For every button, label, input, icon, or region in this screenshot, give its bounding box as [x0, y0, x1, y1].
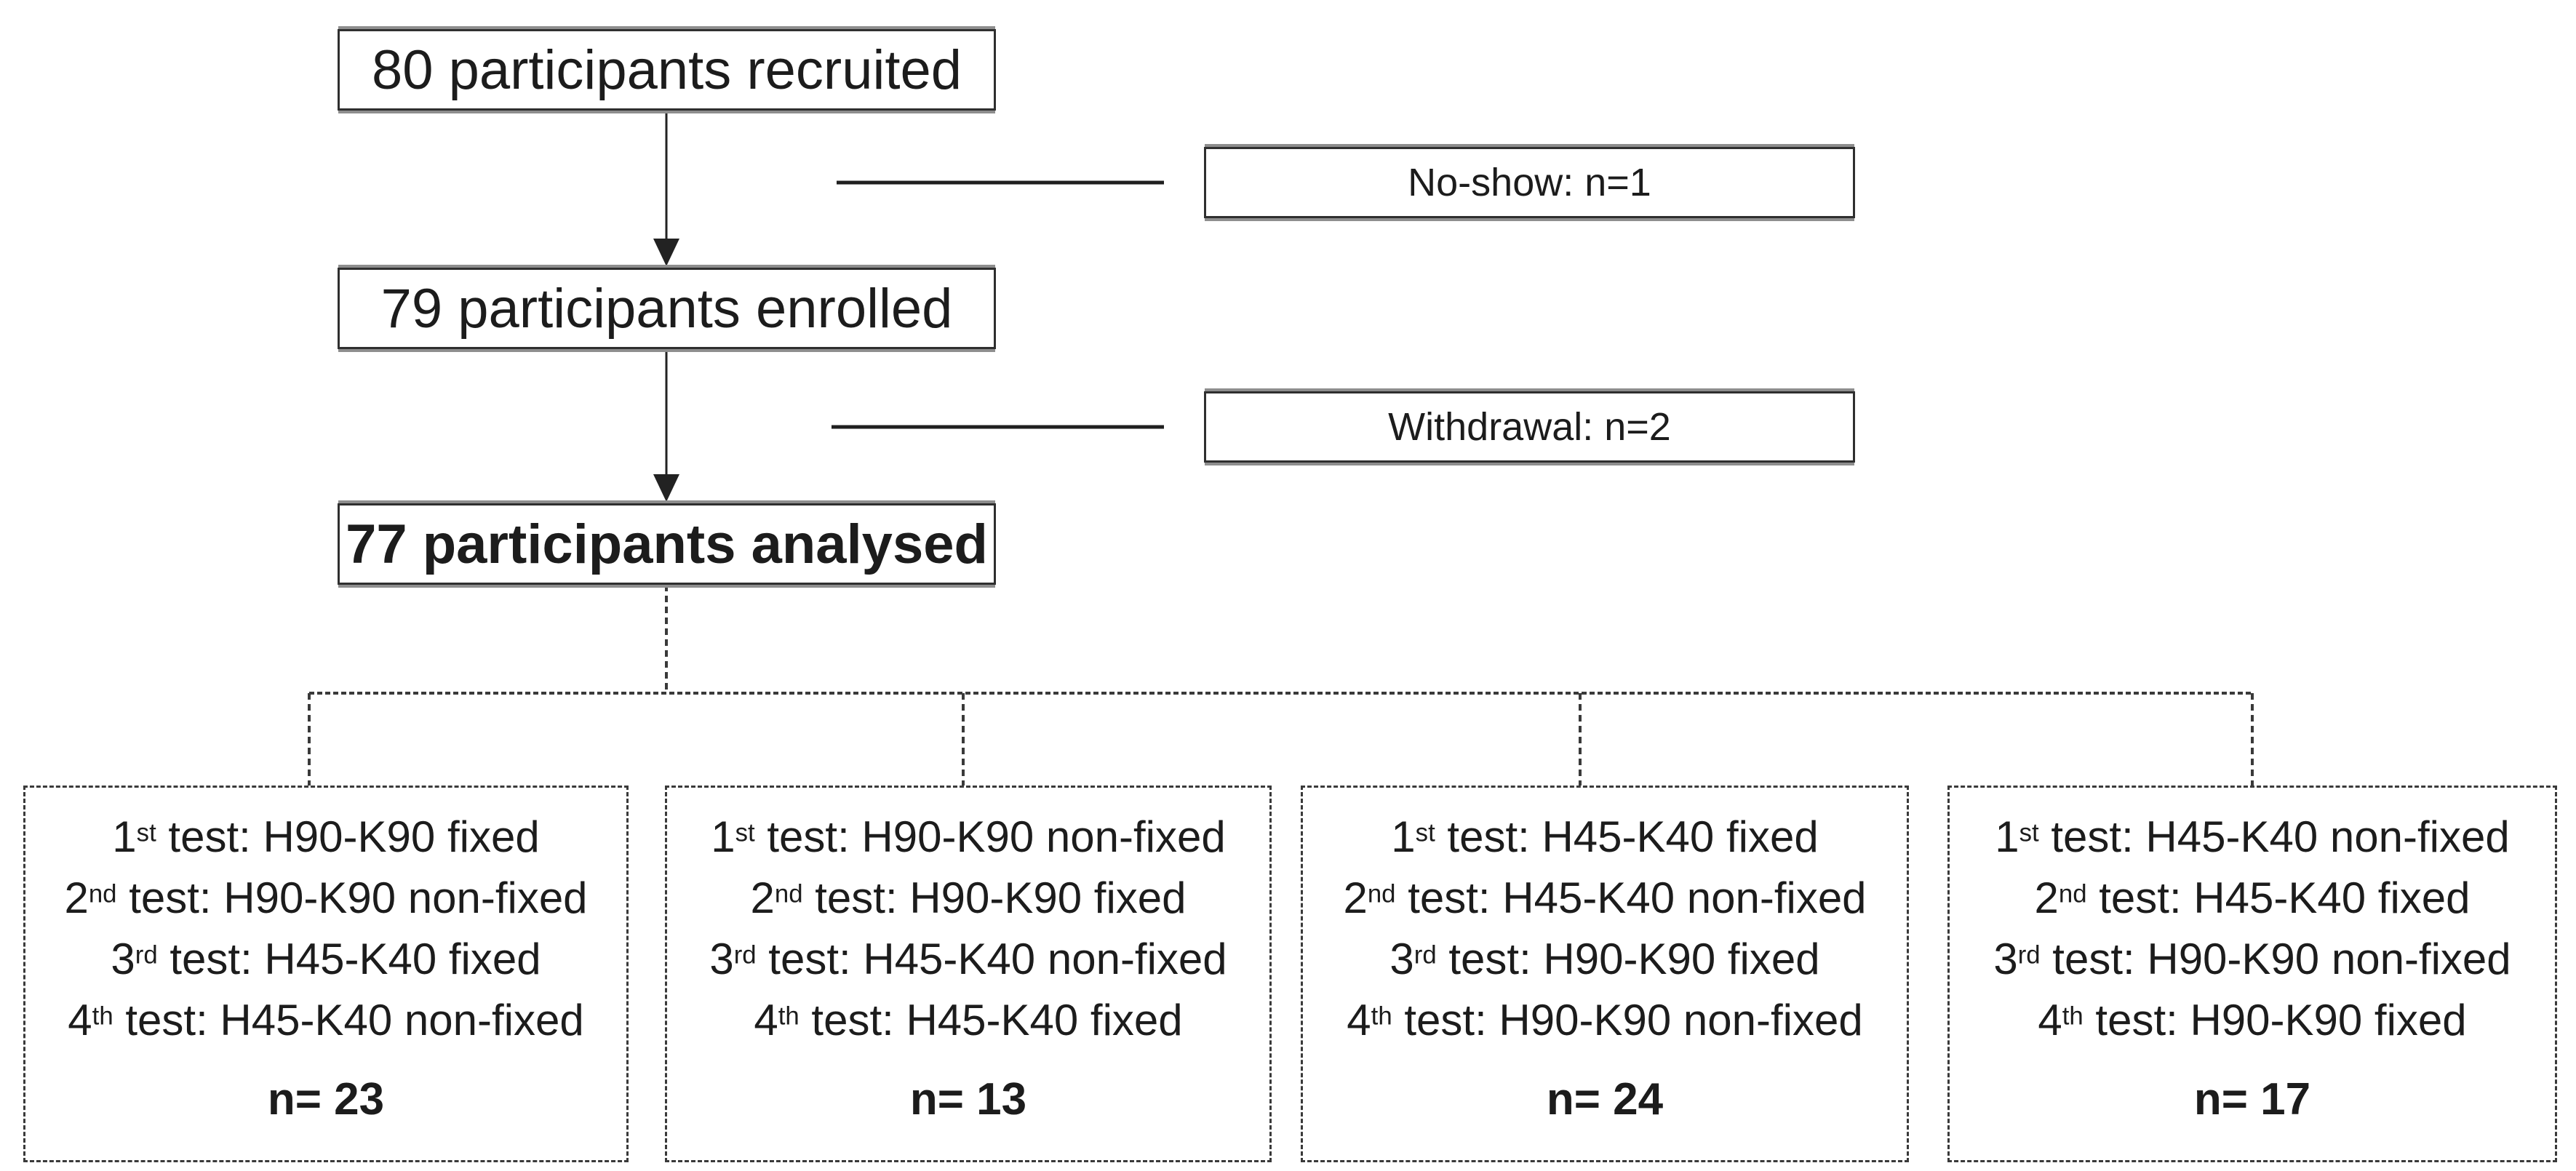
test-sequence-line: 4th test: H90-K90 fixed [1950, 990, 2555, 1051]
ordinal-number: 3 [1993, 935, 2018, 983]
ordinal-number: 3 [1389, 935, 1414, 983]
test-sequence-line: 2nd test: H45-K40 fixed [1950, 868, 2555, 929]
group-box-1: 1st test: H90-K90 fixed 2nd test: H90-K9… [23, 786, 629, 1162]
ordinal-number: 2 [2034, 874, 2059, 922]
group-3-n-label: n= 24 [1546, 1074, 1664, 1124]
test-sequence-line: 1st test: H45-K40 fixed [1303, 807, 1907, 868]
ordinal-number: 1 [1391, 812, 1416, 861]
ordinal-number: 4 [754, 996, 778, 1044]
ordinal-suffix: rd [1413, 940, 1437, 970]
ordinal-suffix: nd [774, 879, 803, 908]
ordinal-suffix: nd [1367, 879, 1396, 908]
ordinal-number: 4 [2038, 996, 2062, 1044]
ordinal-number: 3 [111, 935, 135, 983]
enrolled-label: 79 participants enrolled [380, 277, 953, 340]
ordinal-number: 2 [750, 874, 775, 922]
group-box-4: 1st test: H45-K40 non-fixed 2nd test: H4… [1947, 786, 2557, 1162]
group-4-n-label: n= 17 [2193, 1074, 2311, 1124]
test-sequence-line: 1st test: H90-K90 fixed [25, 807, 626, 868]
line-text: test: H90-K90 non-fixed [116, 874, 588, 922]
line-text: test: H90-K90 fixed [156, 812, 540, 861]
ordinal-suffix: nd [2058, 879, 2087, 908]
test-sequence-line: 3rd test: H90-K90 fixed [1303, 929, 1907, 990]
group-4-test-sequence: 1st test: H45-K40 non-fixed 2nd test: H4… [1950, 807, 2555, 1051]
group-1-n-label: n= 23 [267, 1074, 385, 1124]
test-sequence-line: 4th test: H45-K40 fixed [667, 990, 1269, 1051]
analysed-box: 77 participants analysed [338, 503, 996, 585]
recruited-box: 80 participants recruited [338, 29, 996, 111]
no-show-label: No-show: n=1 [1408, 161, 1651, 204]
group-3-test-sequence: 1st test: H45-K40 fixed 2nd test: H45-K4… [1303, 807, 1907, 1051]
test-sequence-line: 2nd test: H45-K40 non-fixed [1303, 868, 1907, 929]
test-sequence-line: 3rd test: H45-K40 non-fixed [667, 929, 1269, 990]
ordinal-number: 2 [1343, 874, 1368, 922]
line-text: test: H45-K40 fixed [1435, 812, 1819, 861]
line-text: test: H45-K40 non-fixed [756, 935, 1227, 983]
no-show-box: No-show: n=1 [1204, 147, 1855, 218]
withdrawal-box: Withdrawal: n=2 [1204, 391, 1855, 463]
ordinal-suffix: th [2062, 1002, 2083, 1031]
ordinal-suffix: st [735, 818, 755, 847]
arrow-enrolled-to-analysed-head-icon [653, 474, 679, 502]
group-2-n-label: n= 13 [909, 1074, 1027, 1124]
line-text: test: H90-K90 fixed [1436, 935, 1820, 983]
line-text: test: H45-K40 non-fixed [113, 996, 584, 1044]
ordinal-suffix: st [1415, 818, 1435, 847]
ordinal-suffix: th [778, 1002, 799, 1031]
test-sequence-line: 3rd test: H45-K40 fixed [25, 929, 626, 990]
ordinal-suffix: rd [2017, 940, 2041, 970]
ordinal-suffix: th [92, 1002, 113, 1031]
enrolled-box: 79 participants enrolled [338, 268, 996, 349]
ordinal-suffix: rd [135, 940, 158, 970]
line-text: test: H45-K40 fixed [157, 935, 541, 983]
recruited-label: 80 participants recruited [371, 39, 962, 101]
test-sequence-line: 2nd test: H90-K90 fixed [667, 868, 1269, 929]
test-sequence-line: 1st test: H90-K90 non-fixed [667, 807, 1269, 868]
ordinal-number: 4 [68, 996, 92, 1044]
ordinal-suffix: st [136, 818, 156, 847]
ordinal-suffix: rd [733, 940, 757, 970]
withdrawal-label: Withdrawal: n=2 [1388, 405, 1671, 449]
line-text: test: H90-K90 non-fixed [754, 812, 1226, 861]
ordinal-suffix: st [2019, 818, 2039, 847]
test-sequence-line: 4th test: H45-K40 non-fixed [25, 990, 626, 1051]
line-text: test: H45-K40 fixed [799, 996, 1183, 1044]
ordinal-number: 2 [64, 874, 89, 922]
line-text: test: H45-K40 fixed [2086, 874, 2471, 922]
ordinal-number: 3 [709, 935, 734, 983]
group-1-test-sequence: 1st test: H90-K90 fixed 2nd test: H90-K9… [25, 807, 626, 1051]
line-text: test: H90-K90 non-fixed [1392, 996, 1863, 1044]
line-text: test: H45-K40 non-fixed [2038, 812, 2510, 861]
ordinal-suffix: nd [88, 879, 117, 908]
test-sequence-line: 1st test: H45-K40 non-fixed [1950, 807, 2555, 868]
line-text: test: H90-K90 fixed [2083, 996, 2467, 1044]
line-text: test: H45-K40 non-fixed [1395, 874, 1867, 922]
ordinal-number: 4 [1347, 996, 1371, 1044]
ordinal-number: 1 [711, 812, 735, 861]
arrow-recruited-to-enrolled-head-icon [653, 239, 679, 266]
test-sequence-line: 2nd test: H90-K90 non-fixed [25, 868, 626, 929]
line-text: test: H90-K90 fixed [802, 874, 1187, 922]
group-box-2: 1st test: H90-K90 non-fixed 2nd test: H9… [665, 786, 1272, 1162]
ordinal-number: 1 [1995, 812, 2019, 861]
group-box-3: 1st test: H45-K40 fixed 2nd test: H45-K4… [1301, 786, 1909, 1162]
ordinal-number: 1 [112, 812, 137, 861]
group-2-test-sequence: 1st test: H90-K90 non-fixed 2nd test: H9… [667, 807, 1269, 1051]
line-text: test: H90-K90 non-fixed [2040, 935, 2511, 983]
analysed-label: 77 participants analysed [346, 513, 988, 575]
test-sequence-line: 3rd test: H90-K90 non-fixed [1950, 929, 2555, 990]
test-sequence-line: 4th test: H90-K90 non-fixed [1303, 990, 1907, 1051]
ordinal-suffix: th [1371, 1002, 1392, 1031]
